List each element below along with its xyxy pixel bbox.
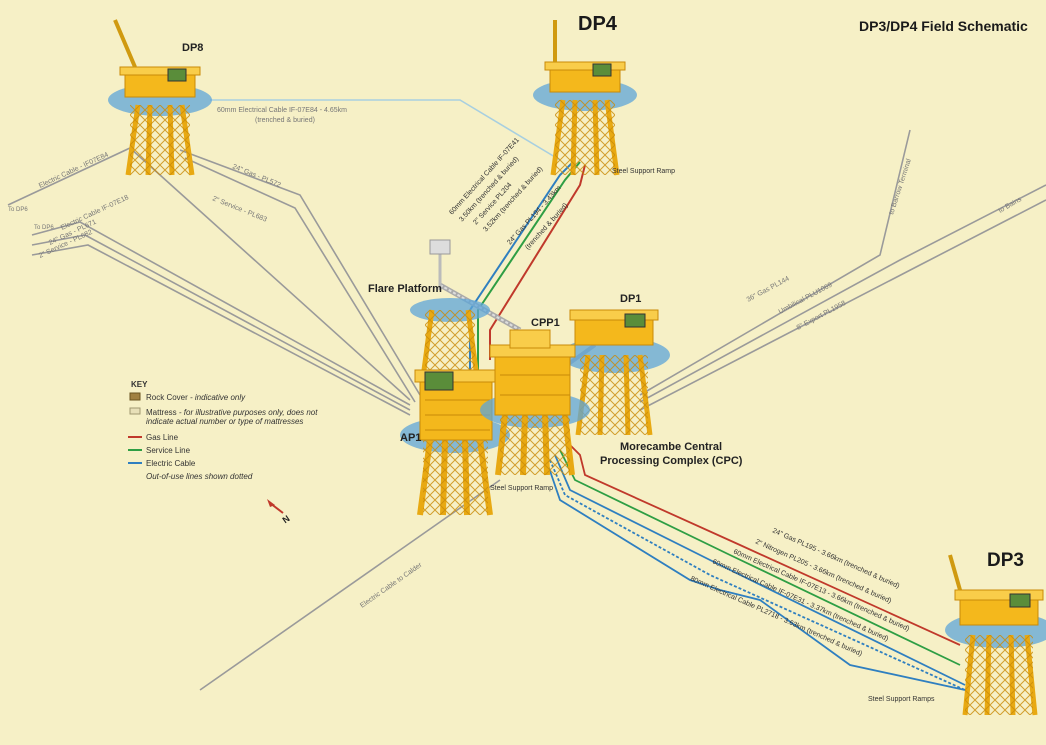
platform-dp4 <box>533 20 637 176</box>
rock-cover-swatch <box>129 392 141 401</box>
north-label: N <box>280 513 291 525</box>
dp4-ramp-label: Steel Support Ramp <box>612 168 675 175</box>
key-outofuse-note: Out-of-use lines shown dotted <box>146 472 253 481</box>
platform-dp8 <box>108 19 212 176</box>
label-elec-calder: Electric Cable to Calder <box>359 561 424 609</box>
cpc-ramp-label: Steel Support Ramp <box>490 485 553 492</box>
pipeline-elec-if07e18 <box>31 221 411 406</box>
pipeline-export-pl1958 <box>639 199 1046 411</box>
key-service-label: Service Line <box>146 446 191 455</box>
dp3-elec-pl2718-line <box>547 464 966 691</box>
label-dp4-gas-2: (trenched & buried) <box>524 202 569 251</box>
pipeline-gas-pl144 <box>639 129 911 396</box>
key-mattress-note: indicate actual number or type of mattre… <box>146 417 303 426</box>
dp3-elec-e31-line <box>549 459 966 691</box>
dp3-label: DP3 <box>987 550 1024 571</box>
label-to-dp6-a: To DP6 <box>8 207 28 213</box>
mattress-swatch <box>129 407 141 415</box>
pipeline-gas-pl671 <box>31 234 411 411</box>
flare-platform-label: Flare Platform <box>368 283 442 295</box>
label-svc-pl683: 2" Service - PL683 <box>211 195 268 223</box>
dp4-label: DP4 <box>578 13 618 35</box>
page-title: DP3/DP4 Field Schematic <box>859 18 1028 34</box>
dp8-cable-label-1: 60mm Electrical Cable IF-07E84 - 4.65km <box>217 107 347 114</box>
label-to-dp6-b: To DP6 <box>34 225 54 231</box>
dp3-nitrogen-line <box>559 449 961 666</box>
pipeline-svc-pl683 <box>184 157 416 403</box>
pipeline-dp8-cable <box>210 99 561 161</box>
platform-cpp1 <box>480 329 590 476</box>
label-dp3-elec-e13: 60mm Electrical Cable IF-07E13 - 3.66km … <box>732 548 910 632</box>
pipeline-gas-pl572 <box>179 149 421 396</box>
pipeline-umbilical-plu1069 <box>639 184 1046 403</box>
label-to-bains: to Bains <box>998 196 1024 215</box>
key-rock-label: Rock Cover - indicative only <box>146 393 246 402</box>
label-elec-if07e84: Electric Cable - IF07E84 <box>38 151 110 189</box>
cpp1-label: CPP1 <box>531 317 560 329</box>
cpc-label-line1: Morecambe Central <box>620 441 722 453</box>
dp3-ramps-label: Steel Support Ramps <box>868 696 935 703</box>
dp3-gas-line <box>564 439 961 646</box>
key-gas-label: Gas Line <box>146 433 179 442</box>
ap1-label: AP1 <box>400 432 421 444</box>
platform-dp3 <box>945 554 1046 716</box>
pipeline-svc-pl682 <box>31 244 411 416</box>
platform-dp1 <box>560 309 670 436</box>
label-gas-pl572: 24" Gas - PL572 <box>231 163 281 189</box>
dp1-label: DP1 <box>620 293 641 305</box>
platform-ap1 <box>400 369 510 516</box>
key-mattress-label: Mattress - for illustrative purposes onl… <box>146 408 318 417</box>
dp8-label: DP8 <box>182 42 203 54</box>
key-electric-label: Electric Cable <box>146 459 196 468</box>
label-gas-pl144: 36" Gas PL144 <box>746 275 791 303</box>
cpc-label-line2: Processing Complex (CPC) <box>600 455 743 467</box>
label-export-pl1958: 8" Export PL1958 <box>796 300 848 332</box>
key-heading: KEY <box>131 380 148 389</box>
north-arrow-icon: N <box>267 499 292 525</box>
pipeline-elec-if07e84 <box>7 147 411 401</box>
dp8-cable-label-2: (trenched & buried) <box>255 117 315 124</box>
legend-key: KEY Rock Cover - indicative only Mattres… <box>128 380 318 481</box>
